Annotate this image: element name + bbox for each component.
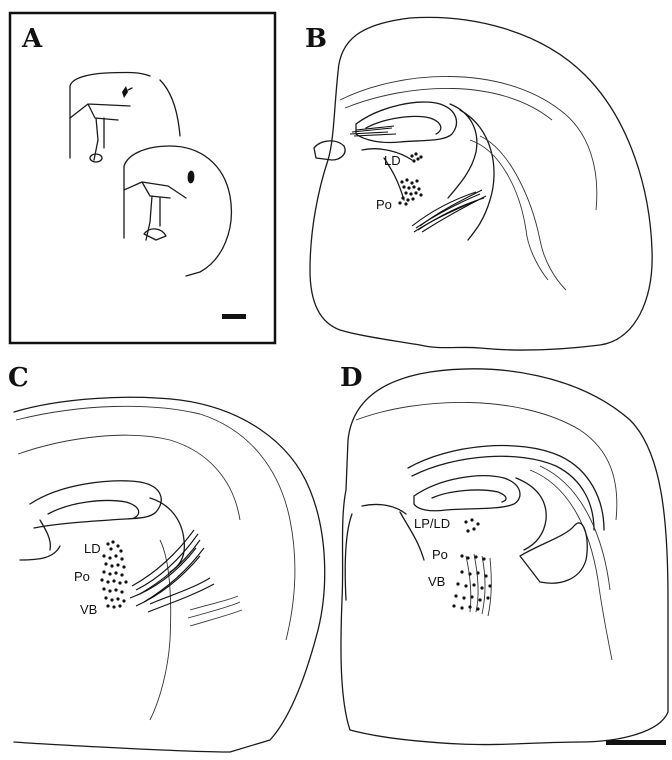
panel-a-frame [10,13,275,343]
panel-c-fiber-bundle [130,530,214,612]
panel-c-letter: C [8,363,29,393]
panel-a-scale-bar [222,314,246,319]
panel-c-label-po: Po [74,569,90,584]
panel-b-ld-cells [410,152,422,162]
panel-d: D LP/LD Po VB [340,363,668,745]
panel-b-brain-outline [310,17,652,350]
panel-d-label-vb: VB [428,574,445,589]
panel-d-scale-bar [606,740,666,745]
panel-c-label-vb: VB [80,602,97,617]
panel-c-label-ld: LD [84,541,101,556]
panel-d-cells [452,518,491,610]
panel-c-cells [100,540,127,608]
panel-b-letter: B [305,24,327,54]
panel-a-upper-section [70,72,180,162]
panel-d-label-po: Po [432,547,448,562]
panel-d-label-lpld: LP/LD [414,516,450,531]
panel-a: A [10,13,275,343]
panel-a-letter: A [21,24,43,54]
panel-b: B LD Po [305,17,652,350]
panel-b-label-po: Po [376,197,392,212]
upper-lesion-mark [122,86,128,98]
panel-a-lower-section [124,146,231,276]
panel-d-letter: D [340,363,363,393]
panel-c: C LD Po VB [8,363,325,752]
lower-lesion-mark [188,171,195,184]
panel-b-label-ld: LD [384,153,401,168]
panel-c-brain-outline [14,397,325,752]
panel-d-brain-outline [341,369,668,745]
